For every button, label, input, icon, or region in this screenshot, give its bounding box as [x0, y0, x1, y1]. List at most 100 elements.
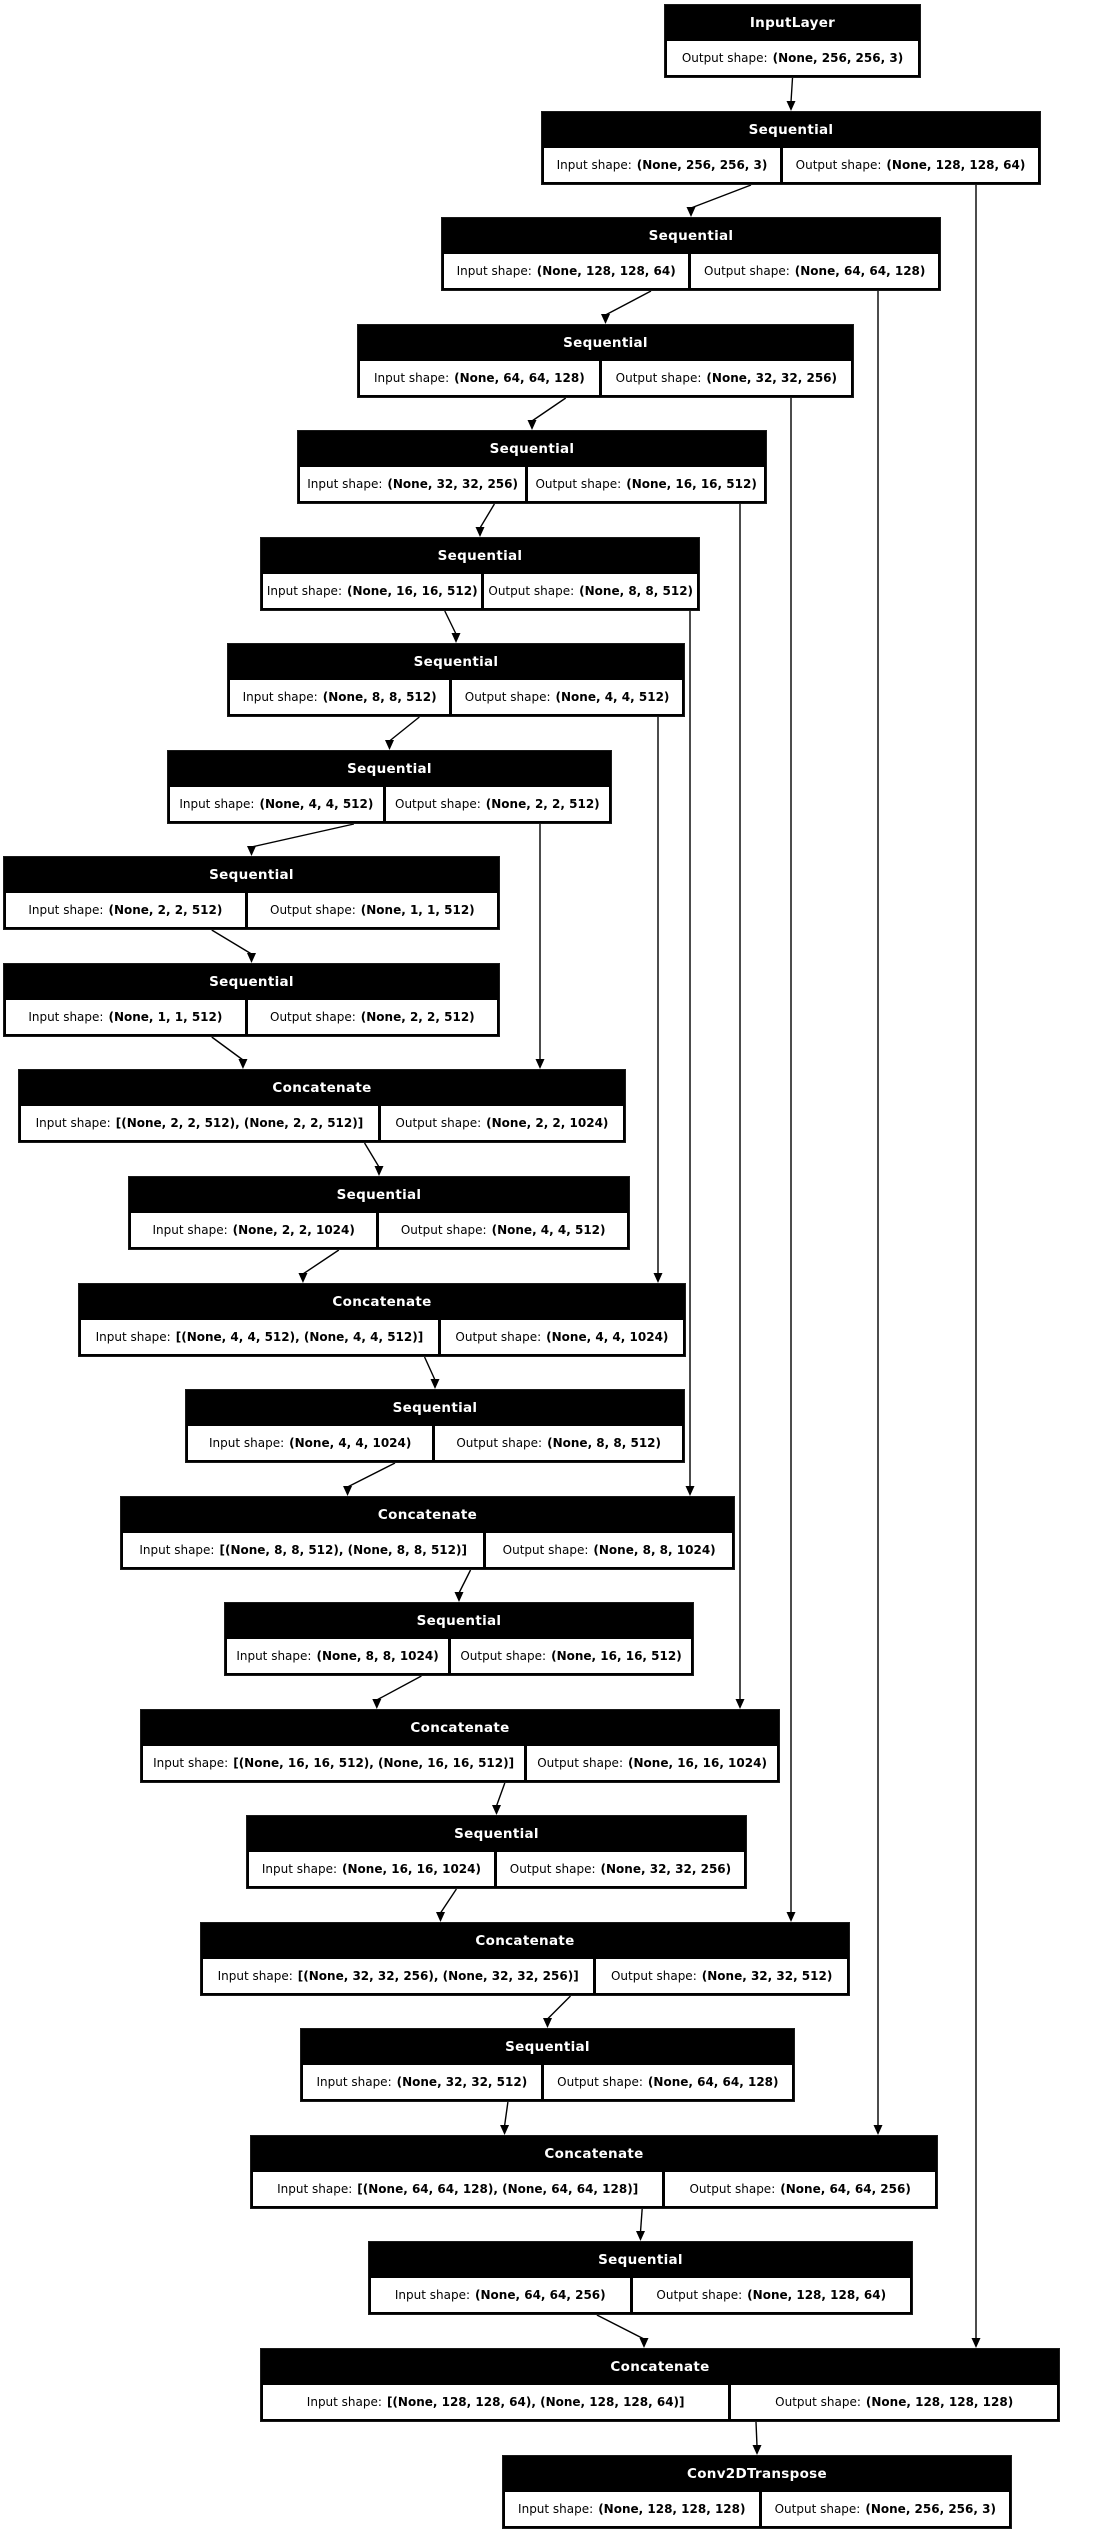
layer-shapes: Input shape: [(None, 32, 32, 256), (None… [201, 1959, 849, 1995]
layer-node: Concatenate Input shape: [(None, 2, 2, 5… [18, 1069, 626, 1143]
layer-title: Sequential [489, 441, 575, 457]
shape-value: (None, 64, 64, 128) [454, 371, 585, 385]
shape-label: Output shape: [502, 1543, 589, 1557]
layer-title: Concatenate [475, 1933, 575, 1949]
shape-value: (None, 1, 1, 512) [108, 1010, 223, 1024]
input-shape-cell: Input shape: (None, 16, 16, 1024) [249, 1852, 494, 1886]
output-shape-cell: Output shape: (None, 128, 128, 64) [783, 148, 1039, 182]
shape-label: Input shape: [261, 1862, 338, 1876]
layer-shapes: Input shape: (None, 16, 16, 512) Output … [261, 574, 699, 610]
shape-value: (None, 8, 8, 1024) [593, 1543, 716, 1557]
shape-value: (None, 16, 16, 1024) [342, 1862, 481, 1876]
input-shape-cell: Input shape: [(None, 128, 128, 64), (Non… [263, 2385, 729, 2419]
arrowhead-icon [475, 527, 485, 537]
shape-label: Input shape: [139, 1543, 215, 1557]
forward-edge [547, 1995, 571, 2020]
arrowhead-icon [735, 1699, 745, 1709]
shape-value: (None, 2, 2, 1024) [486, 1116, 609, 1130]
forward-edge [251, 823, 355, 848]
arrowhead-icon [752, 2445, 762, 2455]
layer-shapes: Input shape: (None, 64, 64, 256) Output … [369, 2278, 912, 2314]
shape-value: [(None, 32, 32, 256), (None, 32, 32, 256… [297, 1969, 579, 1983]
forward-edge [211, 929, 252, 955]
shape-label: Output shape: [656, 2288, 743, 2302]
layer-node: Sequential Input shape: (None, 256, 256,… [541, 111, 1041, 185]
layer-shapes: Input shape: (None, 32, 32, 512) Output … [301, 2065, 794, 2101]
layer-title: Sequential [505, 2039, 590, 2055]
layer-node: Concatenate Input shape: [(None, 128, 12… [260, 2348, 1060, 2422]
input-shape-cell: Input shape: (None, 4, 4, 512) [170, 787, 383, 821]
shape-value: (None, 128, 128, 64) [886, 158, 1026, 172]
shape-label: Input shape: [316, 2075, 392, 2089]
shape-label: Input shape: [307, 477, 383, 491]
layer-node: Concatenate Input shape: [(None, 4, 4, 5… [78, 1283, 686, 1357]
layer-shapes: Input shape: (None, 256, 256, 3) Output … [542, 148, 1040, 184]
forward-edge [639, 2208, 643, 2233]
input-shape-cell: Input shape: (None, 16, 16, 512) [263, 574, 482, 608]
shape-value: (None, 2, 2, 512) [108, 903, 223, 917]
input-shape-cell: Input shape: [(None, 16, 16, 512), (None… [143, 1746, 525, 1780]
shape-value: (None, 2, 2, 512) [485, 797, 600, 811]
input-shape-cell: Input shape: (None, 32, 32, 256) [300, 467, 526, 501]
arrowhead-icon [372, 1699, 382, 1709]
shape-value: (None, 128, 128, 128) [598, 2502, 746, 2516]
output-shape-cell: Output shape: (None, 2, 2, 512) [247, 1000, 497, 1034]
arrowhead-icon [601, 314, 610, 324]
output-shape-cell: Output shape: (None, 32, 32, 256) [496, 1852, 745, 1886]
arrowhead-icon [247, 953, 256, 963]
arrowhead-icon [430, 1379, 440, 1389]
arrowhead-icon [451, 633, 461, 643]
shape-label: Input shape: [217, 1969, 293, 1983]
layer-shapes: Input shape: [(None, 64, 64, 128), (None… [251, 2172, 937, 2208]
shape-value: (None, 4, 4, 512) [491, 1223, 606, 1237]
input-shape-cell: Input shape: (None, 8, 8, 1024) [227, 1639, 449, 1673]
layer-node: Conv2DTranspose Input shape: (None, 128,… [502, 2455, 1012, 2529]
arrowhead-icon [247, 846, 256, 856]
shape-label: Input shape: [242, 690, 318, 704]
input-shape-cell: Input shape: (None, 256, 256, 3) [544, 148, 781, 182]
arrowhead-icon [786, 1912, 796, 1922]
shape-value: (None, 64, 64, 256) [475, 2288, 606, 2302]
shape-label: Output shape: [775, 2395, 861, 2409]
arrowhead-icon [786, 101, 796, 111]
output-shape-cell: Output shape: (None, 128, 128, 64) [632, 2278, 911, 2312]
layer-title: Concatenate [610, 2359, 710, 2375]
input-shape-cell: Input shape: (None, 2, 2, 1024) [131, 1213, 377, 1247]
output-shape-cell: Output shape: (None, 8, 8, 512) [435, 1426, 682, 1460]
layer-title: Sequential [347, 761, 432, 777]
layer-title: Sequential [209, 867, 294, 883]
shape-label: Input shape: [95, 1330, 171, 1344]
arrowhead-icon [238, 1059, 248, 1069]
shape-label: Output shape: [395, 797, 481, 811]
shape-label: Output shape: [460, 1649, 547, 1663]
shape-value: (None, 4, 4, 512) [555, 690, 670, 704]
arrowhead-icon [636, 2231, 645, 2241]
shape-value: (None, 32, 32, 256) [706, 371, 838, 385]
output-shape-cell: Output shape: (None, 1, 1, 512) [247, 893, 497, 927]
layer-shapes: Input shape: (None, 128, 128, 64) Output… [442, 254, 940, 290]
input-shape-cell: Input shape: (None, 64, 64, 256) [371, 2278, 630, 2312]
layer-title: Sequential [413, 654, 499, 670]
shape-value: (None, 8, 8, 512) [322, 690, 437, 704]
shape-value: (None, 256, 256, 3) [865, 2502, 996, 2516]
shape-label: Input shape: [28, 1010, 104, 1024]
shape-value: (None, 4, 4, 1024) [289, 1436, 412, 1450]
input-shape-cell: Input shape: (None, 2, 2, 512) [6, 893, 245, 927]
shape-label: Input shape: [306, 2395, 382, 2409]
layer-shapes: Input shape: (None, 4, 4, 512) Output sh… [168, 787, 611, 823]
shape-value: (None, 64, 64, 128) [794, 264, 926, 278]
layer-shapes: Input shape: (None, 64, 64, 128) Output … [358, 361, 853, 397]
layer-node: Sequential Input shape: (None, 1, 1, 512… [3, 963, 500, 1037]
shape-value: (None, 2, 2, 1024) [232, 1223, 355, 1237]
arrowhead-icon [971, 2338, 981, 2348]
layer-title: Concatenate [377, 1507, 478, 1523]
forward-edge [439, 1888, 458, 1914]
output-shape-cell: Output shape: (None, 32, 32, 512) [596, 1959, 847, 1993]
layer-title: Concatenate [332, 1294, 432, 1310]
output-shape-cell: Output shape: (None, 4, 4, 1024) [440, 1320, 683, 1354]
shape-label: Output shape: [681, 51, 768, 65]
forward-edge [347, 1462, 396, 1488]
output-shape-cell: Output shape: (None, 128, 128, 128) [731, 2385, 1058, 2419]
shape-label: Output shape: [689, 2182, 776, 2196]
layer-title: Sequential [416, 1613, 502, 1629]
